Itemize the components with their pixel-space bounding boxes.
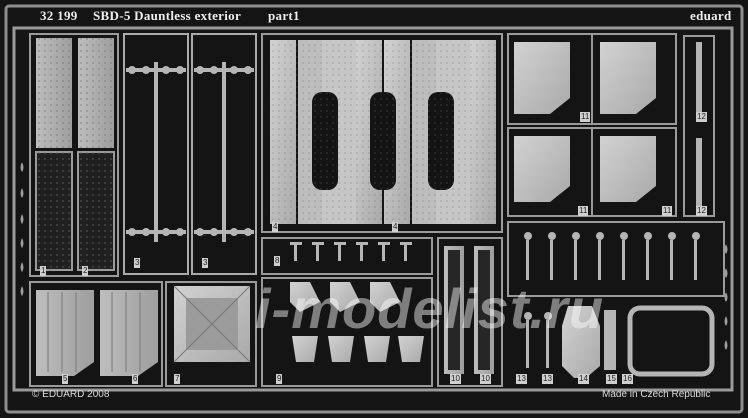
part-number: 9	[276, 374, 283, 384]
part-9-parts	[261, 277, 433, 387]
part-number: 6	[132, 374, 139, 384]
part-number: 11	[662, 206, 673, 216]
part-5-6-panels	[29, 281, 163, 387]
fret-part: part1	[268, 8, 300, 23]
part-number: 11	[578, 206, 589, 216]
part-number: 4	[272, 222, 279, 232]
part-number: 5	[62, 374, 69, 384]
part-number: 11	[580, 112, 591, 122]
part-12-pins	[683, 35, 715, 217]
part-14-16	[562, 305, 715, 378]
part-number: 3	[134, 258, 141, 268]
part-number: 10	[450, 374, 461, 384]
part-number: 13	[542, 374, 553, 384]
fret-code: 32 199	[40, 8, 78, 23]
fret-title: SBD-5 Dauntless exterior	[93, 8, 242, 23]
part-number: 3	[202, 258, 209, 268]
part-number: 7	[174, 374, 181, 384]
right-edge-tabs	[724, 244, 728, 350]
part-4-doors	[261, 33, 503, 233]
origin-text: Made in Czech Republic	[602, 389, 711, 400]
part-13-pins	[507, 221, 725, 368]
left-edge-tabs	[20, 162, 24, 296]
part-7-frame	[165, 281, 257, 387]
fret-inner-border	[12, 26, 734, 392]
part-8-studs	[261, 237, 433, 275]
fret-border	[4, 4, 744, 414]
part-number: 2	[82, 266, 89, 276]
part-number: 15	[606, 374, 617, 384]
part-10-strips	[437, 237, 503, 387]
part-number: 1	[40, 266, 47, 276]
brand-logo: eduard	[690, 8, 732, 23]
part-number: 4	[392, 222, 399, 232]
copyright-text: © EDUARD 2008	[32, 389, 110, 400]
part-number: 16	[622, 374, 633, 384]
part-3-strips	[123, 33, 257, 275]
part-number: 12	[696, 206, 707, 216]
part-1-2-panels	[29, 33, 119, 277]
watermark: i-modelist.ru	[255, 277, 605, 340]
part-number: 10	[480, 374, 491, 384]
part-number: 8	[274, 256, 281, 266]
part-number: 14	[578, 374, 589, 384]
part-number: 12	[696, 112, 707, 122]
part-11-brackets	[507, 33, 677, 217]
part-number: 13	[516, 374, 527, 384]
